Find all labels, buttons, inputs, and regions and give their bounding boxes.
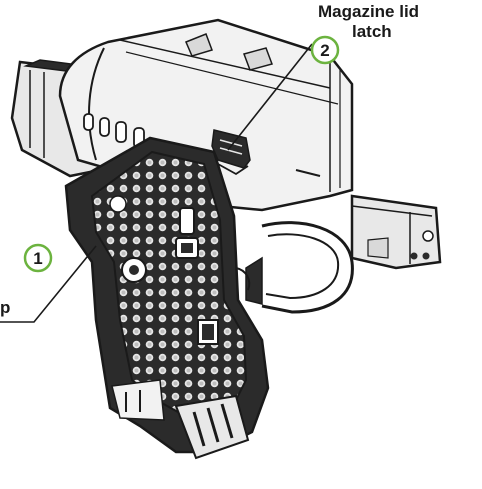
- callout-1-label: p: [0, 298, 11, 317]
- callout-1-leader: [0, 245, 97, 323]
- callout-1-badge: 1: [23, 243, 53, 273]
- callout-2-label-line2: latch: [352, 22, 392, 41]
- grip: [64, 136, 270, 460]
- callout-1-number: 1: [33, 249, 42, 268]
- callout-2-number: 2: [320, 41, 329, 60]
- callout-2-circle: [310, 35, 340, 65]
- callout-leaders: [0, 43, 313, 323]
- callout-2-badge: 2: [310, 35, 340, 65]
- callout-1-circle: [23, 243, 53, 273]
- magazine-lid-latch: [211, 129, 251, 176]
- callout-2-label-line1: Magazine lid: [318, 2, 420, 21]
- trigger-guard: [245, 221, 354, 314]
- muzzle-block: [350, 194, 442, 270]
- callout-2-leader: [227, 43, 313, 151]
